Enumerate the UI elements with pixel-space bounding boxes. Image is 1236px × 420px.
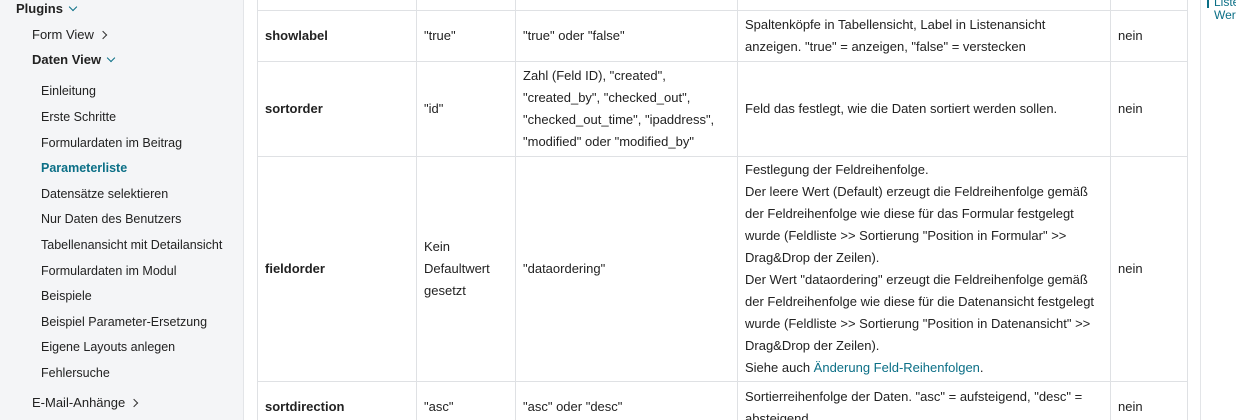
nav-item-beispiel-parameter-ersetzung[interactable]: Beispiel Parameter-Ersetzung xyxy=(41,315,208,329)
nav-item-eigene-layouts[interactable]: Eigene Layouts anlegen xyxy=(41,340,176,354)
nav-email-anhaenge[interactable]: E-Mail-Anhänge xyxy=(32,395,139,411)
param-values: Zahl (Feld ID), "created", "created_by",… xyxy=(515,60,738,157)
param-values: "asc" oder "desc" xyxy=(515,380,738,420)
param-description: Spaltenköpfe in Tabellensicht, Label in … xyxy=(737,9,1111,62)
nav-daten-view[interactable]: Daten View xyxy=(32,52,116,68)
see-also-prefix: Siehe auch xyxy=(745,359,814,375)
nav-item-einleitung[interactable]: Einleitung xyxy=(41,84,96,98)
desc-line: Der Wert "dataordering" erzeugt die Feld… xyxy=(745,271,1095,353)
param-description: Feld das festlegt, wie die Daten sortier… xyxy=(737,60,1111,157)
param-default: "id" xyxy=(416,60,516,157)
nav-item-datensaetze-selektieren[interactable]: Datensätze selektieren xyxy=(41,187,169,201)
param-default: Kein Defaultwert gesetzt xyxy=(416,155,516,382)
param-values: "dataordering" xyxy=(515,155,738,382)
toc-item[interactable]: Wert xyxy=(1214,8,1236,22)
param-description: Festlegung der Feldreihenfolge. Der leer… xyxy=(737,155,1111,382)
sidebar-nav: Plugins Form View Daten View Einleitung … xyxy=(0,0,244,420)
param-name: fieldorder xyxy=(257,155,417,382)
nav-plugins[interactable]: Plugins xyxy=(16,1,78,17)
chevron-down-icon xyxy=(106,53,116,63)
desc-line: Der leere Wert (Default) erzeugt die Fel… xyxy=(745,183,1088,265)
nav-item-formulardaten-im-beitrag[interactable]: Formulardaten im Beitrag xyxy=(41,136,183,150)
param-name: showlabel xyxy=(257,9,417,62)
see-also-suffix: . xyxy=(979,359,984,375)
param-values: "true" oder "false" xyxy=(515,9,738,62)
desc-see-also: Siehe auch Änderung Feld-Reihenfolgen. xyxy=(745,357,1103,379)
param-required: nein xyxy=(1110,155,1188,382)
nav-email-anhaenge-label: E-Mail-Anhänge xyxy=(32,395,126,410)
param-default: "true" xyxy=(416,9,516,62)
nav-daten-view-label: Daten View xyxy=(32,52,102,67)
nav-item-beispiele[interactable]: Beispiele xyxy=(41,289,92,303)
chevron-down-icon xyxy=(68,2,78,12)
nav-form-view[interactable]: Form View xyxy=(32,27,108,43)
param-required: nein xyxy=(1110,9,1188,62)
nav-item-fehlersuche[interactable]: Fehlersuche xyxy=(41,366,110,380)
toc-item[interactable]: Liste xyxy=(1214,0,1236,9)
param-name: sortorder xyxy=(257,60,417,157)
param-description: Sortierreihenfolge der Daten. "asc" = au… xyxy=(737,380,1111,420)
nav-item-formulardaten-im-modul[interactable]: Formulardaten im Modul xyxy=(41,264,177,278)
desc-line: Festlegung der Feldreihenfolge. xyxy=(745,161,929,177)
table-row xyxy=(257,0,1188,11)
link-aenderung-feld-reihenfolgen[interactable]: Änderung Feld-Reihenfolgen xyxy=(813,359,980,375)
nav-item-tabellenansicht[interactable]: Tabellenansicht mit Detailansicht xyxy=(41,238,223,252)
nav-item-parameterliste[interactable]: Parameterliste xyxy=(41,161,128,175)
param-required: nein xyxy=(1110,60,1188,157)
param-required: nein xyxy=(1110,380,1188,420)
toc-active-indicator xyxy=(1207,0,1209,8)
table-row: sortdirection "asc" "asc" oder "desc" So… xyxy=(257,380,1188,420)
nav-plugins-label: Plugins xyxy=(16,1,63,16)
toc-rail: Liste Wert xyxy=(1200,0,1236,420)
nav-item-nur-daten-des-benutzers[interactable]: Nur Daten des Benutzers xyxy=(41,212,182,226)
table-row: sortorder "id" Zahl (Feld ID), "created"… xyxy=(257,60,1188,157)
nav-item-erste-schritte[interactable]: Erste Schritte xyxy=(41,110,117,124)
param-name: sortdirection xyxy=(257,380,417,420)
table-row: showlabel "true" "true" oder "false" Spa… xyxy=(257,9,1188,62)
parameter-table: showlabel "true" "true" oder "false" Spa… xyxy=(257,0,1188,420)
chevron-right-icon xyxy=(98,30,108,40)
nav-form-view-label: Form View xyxy=(32,27,94,42)
chevron-right-icon xyxy=(129,398,139,408)
table-row: fieldorder Kein Defaultwert gesetzt "dat… xyxy=(257,155,1188,382)
param-default: "asc" xyxy=(416,380,516,420)
